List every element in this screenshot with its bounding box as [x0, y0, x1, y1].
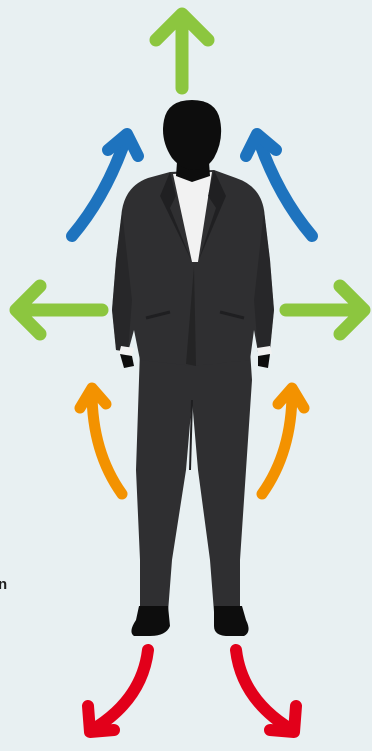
arrow-left-icon — [16, 286, 102, 334]
left-shoe — [131, 606, 170, 636]
arrow-curve-lower-right-icon — [262, 388, 304, 494]
arrow-right-icon — [286, 286, 364, 334]
head — [163, 100, 221, 170]
arrow-up-icon — [156, 14, 208, 88]
trousers — [136, 350, 252, 612]
arrow-down-right-icon — [236, 650, 296, 732]
left-hand — [120, 354, 134, 368]
arrow-down-left-icon — [88, 650, 148, 732]
edge-text-fragment: n — [0, 576, 7, 593]
right-shoe — [214, 606, 249, 636]
person-figure — [112, 100, 274, 636]
arrow-curve-lower-left-icon — [80, 388, 122, 494]
right-hand — [258, 354, 270, 368]
